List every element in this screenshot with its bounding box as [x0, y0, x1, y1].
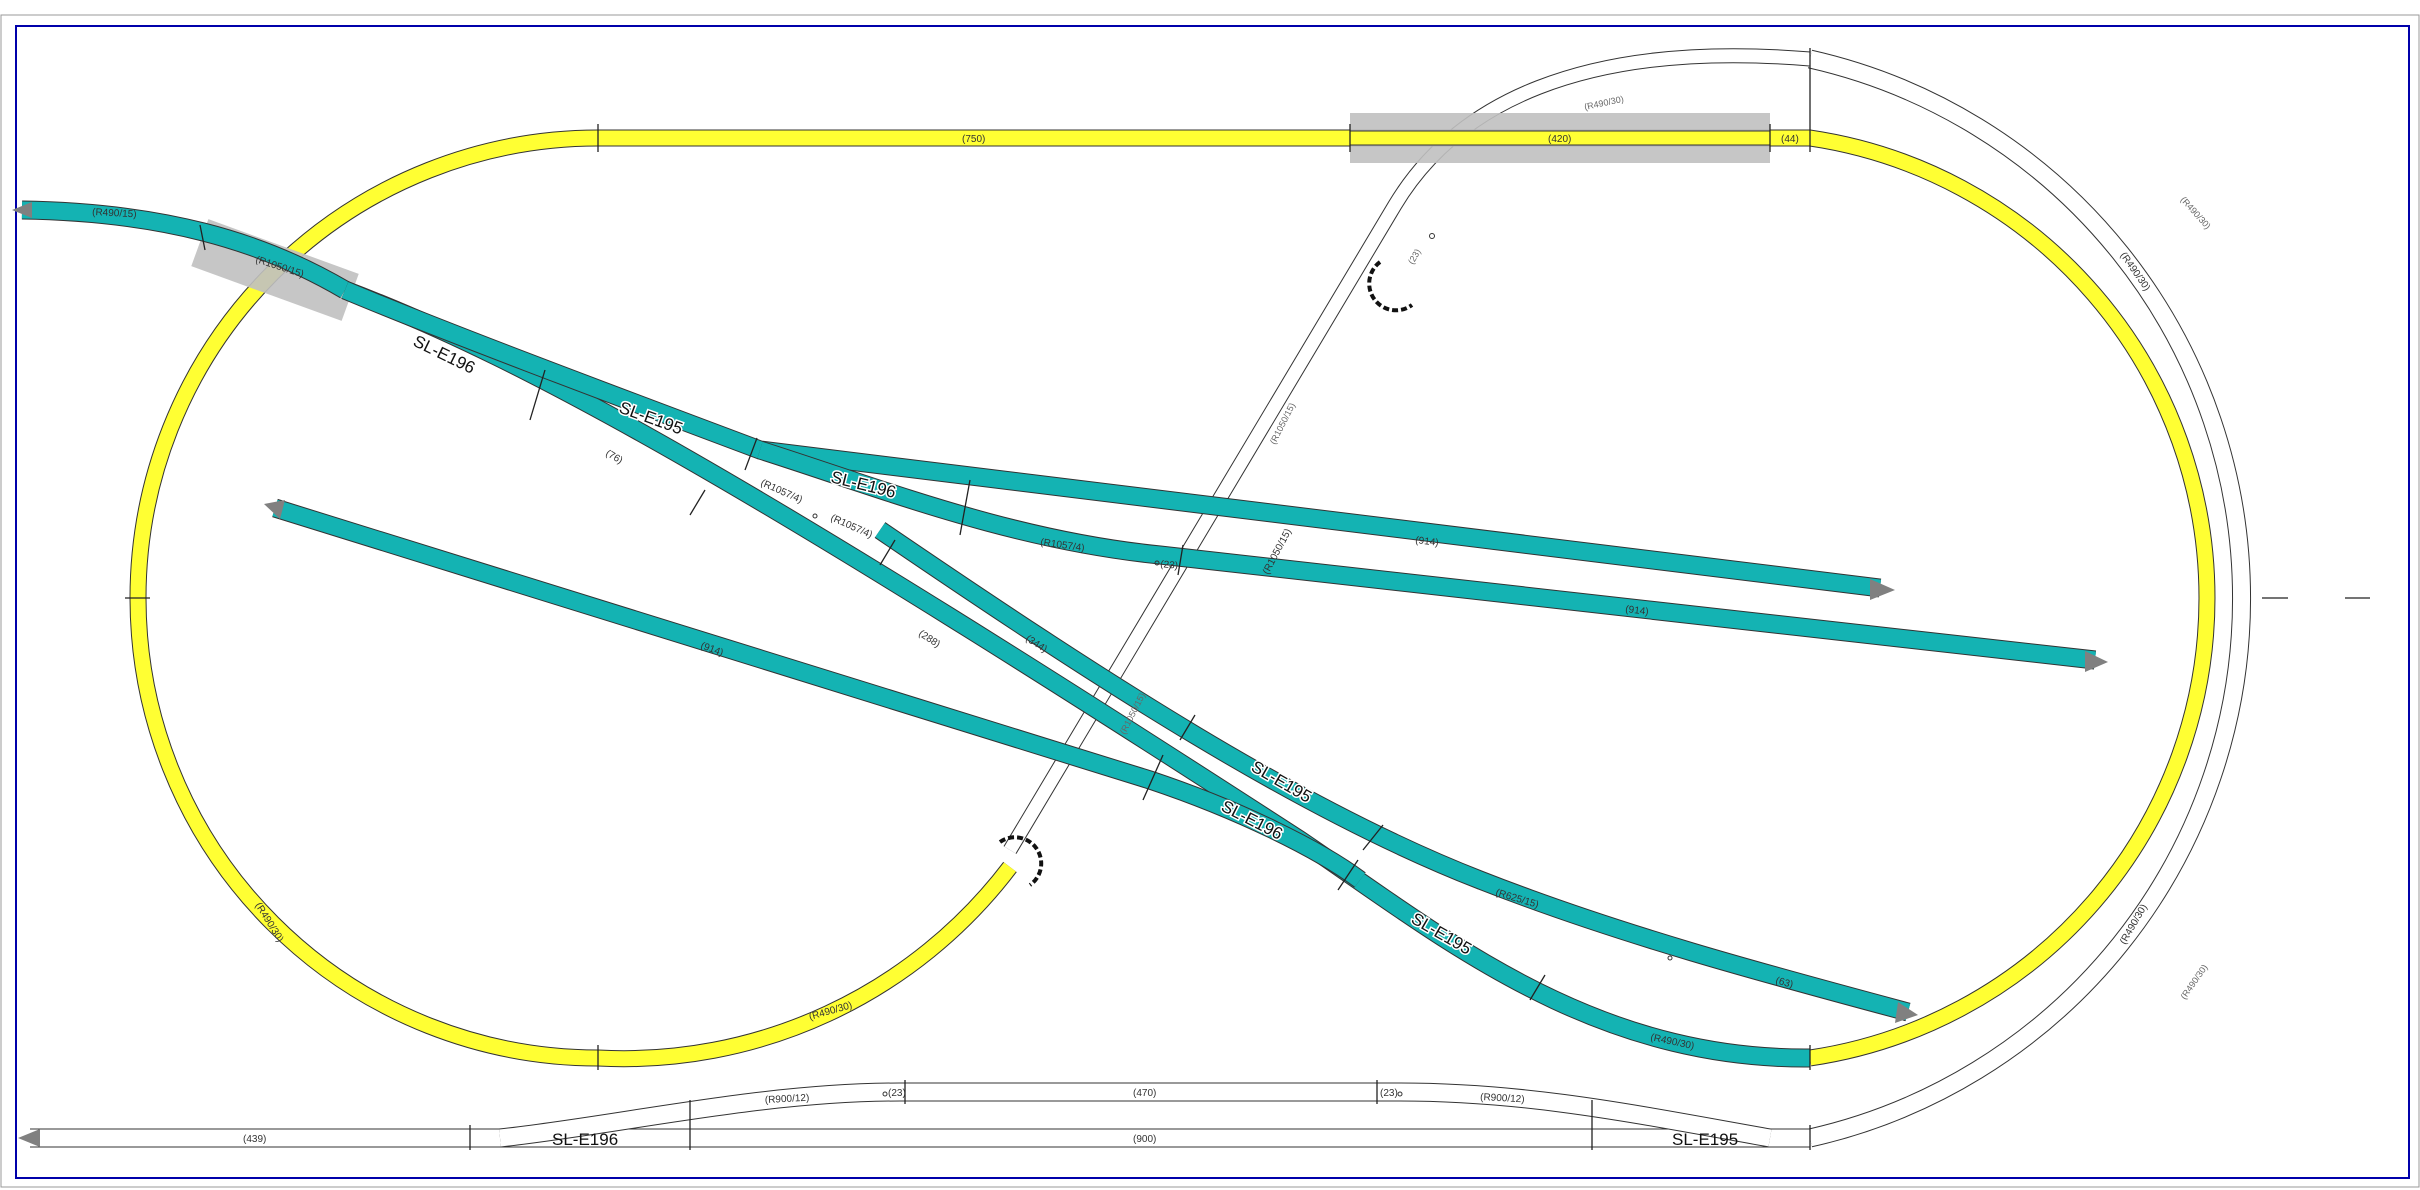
buffer-stop-bottom [998, 835, 1044, 887]
yard-track-4[interactable] [874, 522, 1911, 1022]
outer-frame [0, 14, 2420, 1188]
cyan-yard-tracks [21, 200, 2097, 1068]
label-bottom-upper-left-curve: (R900/12) [765, 1093, 810, 1106]
label-seg-d: (76) [604, 448, 625, 466]
label-switch-6: SL-E195 [1408, 909, 1475, 959]
label-outer-right-lower: (R490/30) [2178, 963, 2209, 1002]
end-arrow-yard-2 [1870, 579, 1895, 600]
label-seg-l: (288) [916, 628, 942, 650]
label-bottom-upper-main: (470) [1133, 1088, 1156, 1099]
label-seg-e: (23) [1160, 559, 1179, 572]
baseboard-border [15, 25, 2410, 1179]
label-top-platform: (420) [1548, 134, 1571, 145]
outer-white-track [30, 48, 2251, 1148]
end-arrow-yard-5 [264, 500, 285, 519]
track-end-arrows [12, 202, 2108, 1147]
label-bottom-switch-right: SL-E195 [1672, 1130, 1738, 1149]
label-bottom-left-short: (439) [243, 1134, 266, 1145]
label-bottom-main: (900) [1133, 1134, 1156, 1145]
label-outer-right-upper: (R490/30) [2179, 195, 2213, 231]
end-arrow-bottom [18, 1129, 40, 1147]
label-bottom-short-left: (23) [888, 1088, 906, 1099]
label-top-short: (44) [1781, 134, 1799, 145]
track-joints [125, 48, 2370, 1150]
label-outer-top-arc: (R490/30) [1583, 94, 1624, 112]
end-arrow-yard-3 [2085, 651, 2108, 672]
yard-labels: (R490/15) SL-E196 SL-E195 SL-E196 SL-E19… [92, 207, 1794, 1052]
oval-main-track[interactable] [129, 129, 2216, 1068]
label-bottom-upper-right-curve: (R900/12) [1480, 1092, 1525, 1105]
end-arrow-yard-lead [12, 202, 32, 218]
label-seg-f: (914) [1415, 535, 1440, 549]
bottom-labels: (439) (900) (470) (R900/12) (R900/12) (2… [243, 1088, 1738, 1149]
label-seg-j: (63) [1774, 975, 1794, 990]
buffer-stop-top [1367, 260, 1414, 313]
label-bottom-short-right: (23) [1380, 1088, 1398, 1099]
end-arrow-yard-4 [1895, 1002, 1918, 1023]
label-bottom-switch-left: SL-E196 [552, 1130, 618, 1149]
buffer-stops [998, 260, 1414, 887]
label-top-straight: (750) [962, 134, 985, 145]
label-yard-top-left: (R490/15) [92, 207, 137, 220]
yellow-oval-track [129, 129, 2216, 1068]
label-outer-short: (23) [1406, 247, 1423, 266]
joint-dots [812, 233, 1673, 1097]
yard-track-1[interactable] [341, 281, 1811, 1068]
label-seg-g: (914) [1625, 604, 1650, 618]
